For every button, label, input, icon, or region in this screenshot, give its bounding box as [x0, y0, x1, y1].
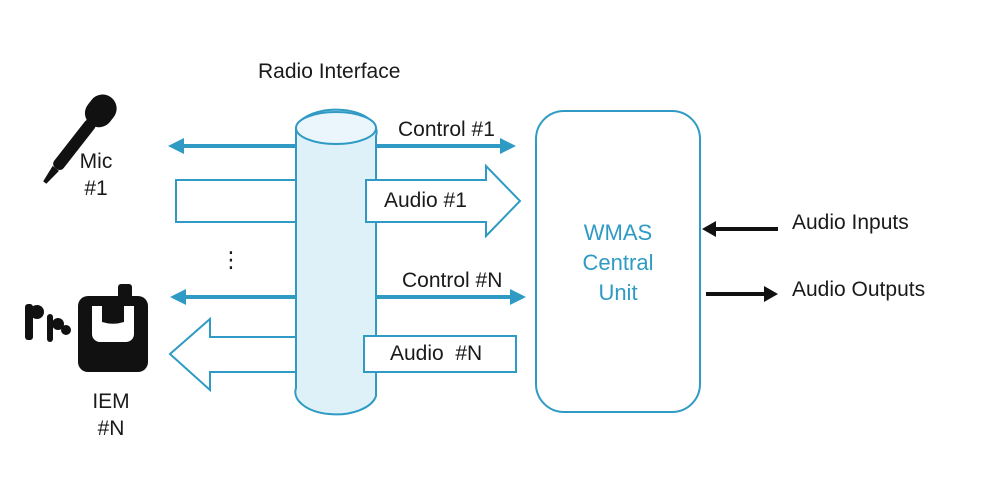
radio-interface-cylinder	[294, 108, 378, 416]
mic-label-line1: Mic	[79, 150, 113, 173]
central-unit-line3: Unit	[598, 280, 638, 305]
audio-inputs-label: Audio Inputs	[792, 211, 909, 234]
central-unit-line2: Central	[582, 250, 654, 275]
iem-label-line2: #N	[97, 417, 125, 440]
central-unit-box	[535, 110, 701, 413]
iem-bodypack-icon	[78, 284, 148, 372]
audio-n-link	[168, 316, 517, 393]
mic-label-line2: #1	[84, 177, 108, 200]
radio-interface-label: Radio Interface	[258, 60, 401, 83]
audio-1-link	[175, 163, 522, 239]
audio-n-label: Audio #N	[390, 342, 483, 365]
control-1-link	[168, 138, 516, 154]
audio-outputs-arrow	[706, 286, 778, 302]
control-n-link	[170, 289, 526, 305]
audio-1-label: Audio #1	[384, 189, 467, 212]
control-n-label: Control #N	[402, 269, 503, 292]
central-unit-line1: WMAS	[583, 220, 653, 245]
central-unit-label: WMAS Central Unit	[536, 218, 700, 308]
iem-label-line1: IEM	[92, 390, 130, 413]
audio-inputs-arrow	[702, 221, 778, 237]
audio-outputs-label: Audio Outputs	[792, 278, 926, 301]
earbuds-icon	[25, 304, 71, 342]
microphone-icon	[43, 94, 117, 184]
control-1-label: Control #1	[398, 118, 495, 141]
device-ellipsis: ⋮	[220, 247, 242, 272]
